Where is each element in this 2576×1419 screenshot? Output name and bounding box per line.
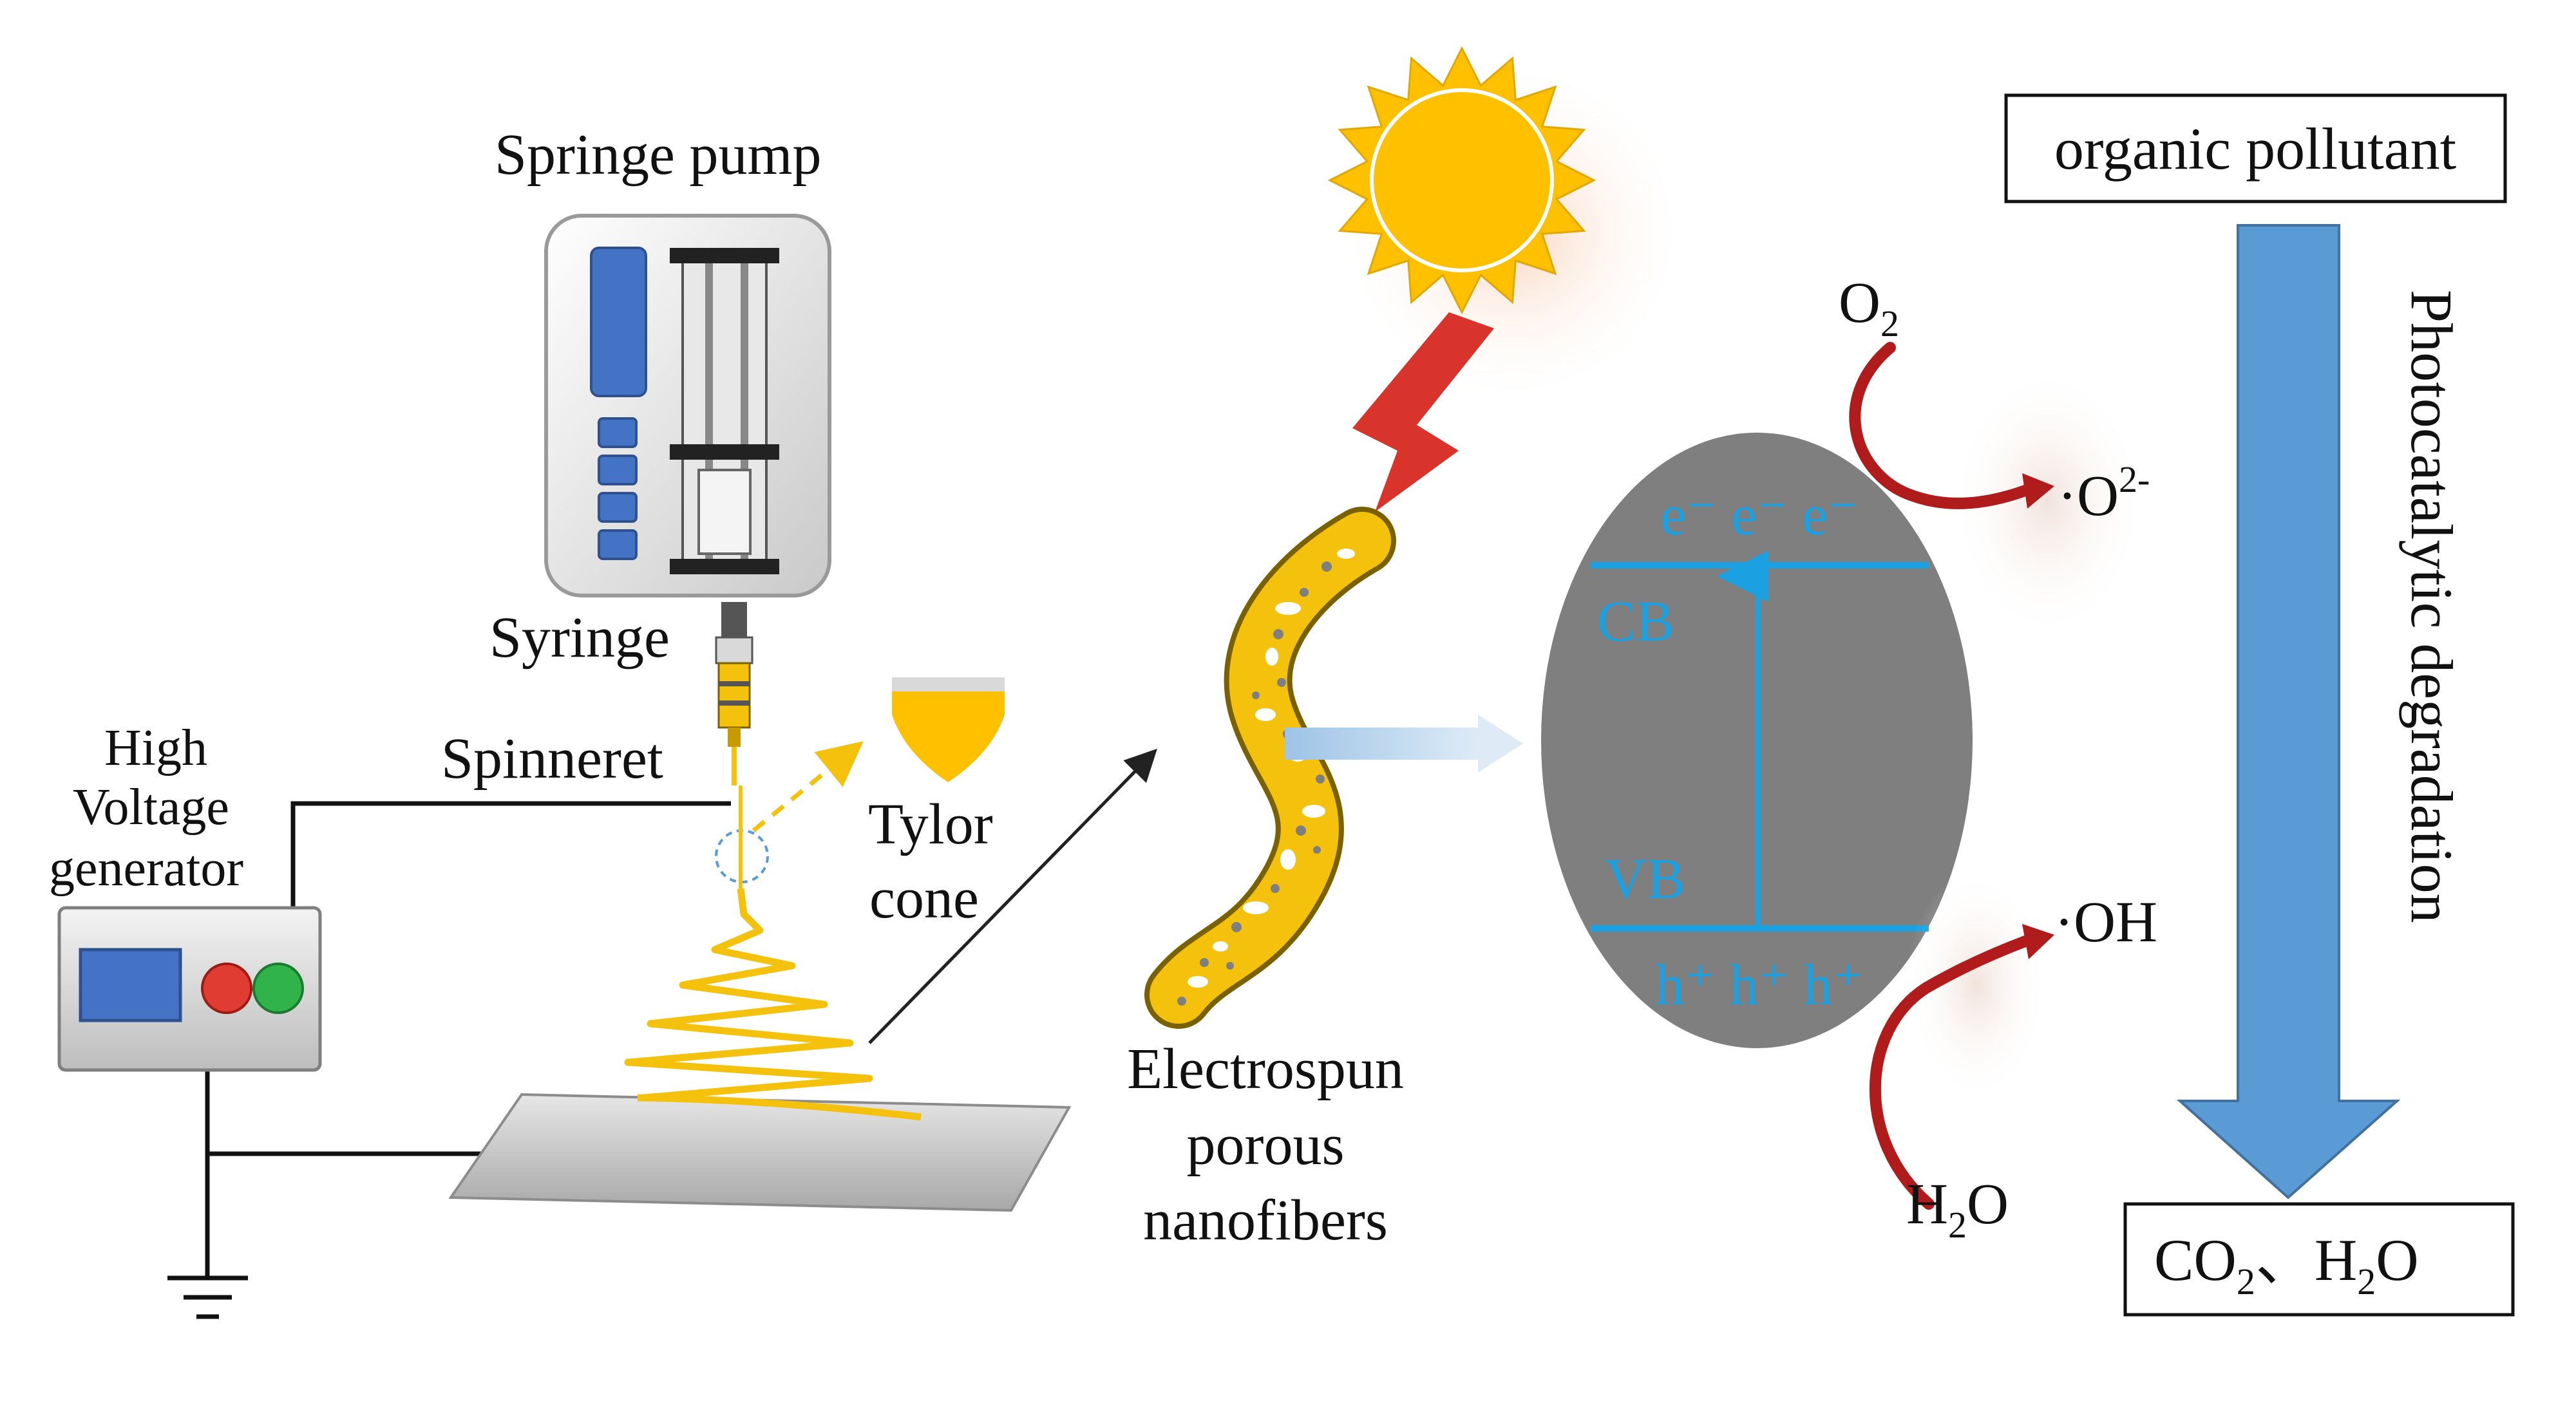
label-tylor-line1: Tylor — [868, 793, 993, 856]
label-vb: VB — [1605, 847, 1685, 911]
collector-plate — [448, 1093, 1072, 1212]
label-superoxide: ·O2- — [2058, 458, 2150, 528]
organic-pollutant-box — [2004, 93, 2507, 203]
label-o2: O2 — [1839, 271, 1899, 344]
label-tylor-line2: cone — [869, 867, 979, 930]
label-fiber-line2: porous — [1187, 1113, 1345, 1177]
zoom-arrow — [868, 748, 1157, 1044]
label-syringe-pump: Springe pump — [495, 123, 821, 187]
high-voltage-generator — [57, 906, 322, 1072]
label-spinneret: Spinneret — [441, 727, 663, 791]
circuit-wires — [167, 801, 731, 1319]
label-products: CO2、H2O — [2154, 1227, 2419, 1302]
label-fiber-line1: Electrospun — [1127, 1037, 1404, 1101]
syringe-pump — [544, 214, 831, 597]
label-holes: h⁺ h⁺ h⁺ — [1656, 954, 1864, 1017]
label-hv-line2: Voltage — [73, 779, 229, 836]
syringe — [715, 602, 753, 785]
label-cb: CB — [1597, 590, 1674, 653]
label-fiber-line3: nanofibers — [1143, 1189, 1388, 1252]
label-electrons: e⁻ e⁻ e⁻ — [1660, 484, 1858, 547]
light-bolt-icon — [1352, 312, 1494, 512]
reaction-curves — [1849, 342, 2054, 1210]
electrospinning-jet — [624, 785, 902, 1118]
label-organic-pollutant: organic pollutant — [2054, 116, 2457, 182]
porous-nanofiber — [1144, 507, 1396, 1029]
products-box — [2123, 1202, 2515, 1317]
sun-icon — [1327, 46, 1687, 406]
degradation-arrow — [2176, 224, 2401, 1199]
label-hv-line1: High — [104, 720, 207, 776]
label-syringe: Syringe — [489, 606, 670, 670]
photocatalyst-particle — [1541, 433, 1973, 1048]
label-hydroxyl: ·OH — [2054, 890, 2157, 954]
transition-arrow — [1285, 715, 1523, 773]
label-water: H2O — [1906, 1172, 2009, 1246]
label-hv-line3: generator — [49, 840, 243, 897]
label-photocatalytic-degradation: Photocatalytic degradation — [2399, 290, 2465, 923]
